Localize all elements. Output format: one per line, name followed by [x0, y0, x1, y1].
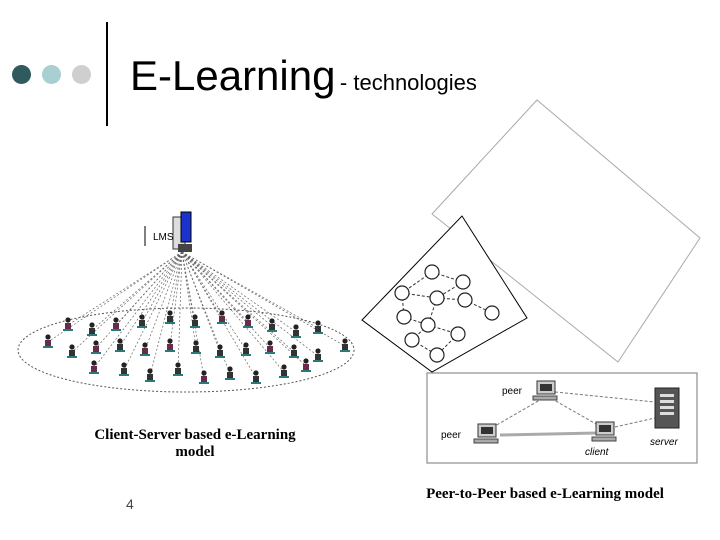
caption-line-1: Client-Server based e-Learning [94, 427, 296, 443]
page-number: 4 [126, 496, 134, 512]
client-person-icon [289, 344, 299, 358]
decor-dot-light [72, 65, 91, 84]
client-person-icon [301, 358, 311, 372]
client-server-caption: Client-Server based e-Learning model [50, 427, 340, 461]
client-person-icon [43, 334, 53, 348]
label-peer-top: peer [502, 386, 523, 397]
left-peer-computer-icon [473, 423, 499, 444]
client-person-icon [165, 338, 175, 352]
label-peer-left: peer [441, 430, 462, 441]
label-client: client [585, 447, 610, 458]
client-person-icon [241, 342, 251, 356]
label-server: server [650, 437, 678, 448]
p2p-detail-box: peer peer client server [426, 372, 698, 464]
connection-lines [47, 251, 346, 379]
client-server-diagram: LMS [17, 211, 355, 393]
client-person-icon [215, 344, 225, 358]
title-divider [106, 22, 108, 126]
detail-links [487, 391, 656, 431]
detail-frame [426, 372, 698, 464]
client-person-icon [340, 338, 350, 352]
client-person-icon [89, 360, 99, 374]
client-person-icon [243, 314, 253, 328]
client-person-icon [190, 314, 200, 328]
peer-client-link [499, 431, 598, 437]
client-person-icon [191, 340, 201, 354]
client-person-icon [145, 368, 155, 382]
client-person-icon [91, 340, 101, 354]
p2p-caption: Peer-to-Peer based e-Learning model [426, 486, 664, 502]
client-computer-icon [591, 421, 617, 442]
lms-label: LMS [153, 232, 174, 243]
server-rack-icon [654, 387, 680, 429]
client-person-icon [291, 324, 301, 338]
client-person-icon [267, 318, 277, 332]
client-person-icon [137, 314, 147, 328]
peer-nodes [394, 264, 500, 363]
client-person-icon [265, 340, 275, 354]
client-person-icon [67, 344, 77, 358]
title-main: E-Learning [130, 52, 336, 99]
network-panel [361, 215, 528, 373]
client-computers [43, 310, 350, 384]
client-person-icon [87, 322, 97, 336]
top-peer-computer-icon [532, 380, 558, 401]
client-person-icon [119, 362, 129, 376]
client-person-icon [217, 310, 227, 324]
client-person-icon [165, 310, 175, 324]
client-person-icon [111, 317, 121, 331]
client-person-icon [279, 364, 289, 378]
client-person-icon [199, 370, 209, 384]
client-group-ellipse [17, 307, 355, 393]
client-person-icon [225, 366, 235, 380]
client-person-icon [140, 342, 150, 356]
lms-server-icon [144, 211, 192, 252]
client-person-icon [313, 320, 323, 334]
decor-dot-dark [12, 65, 31, 84]
p2p-network-diagram [361, 99, 701, 373]
caption-line-2: model [175, 444, 215, 460]
background-panel [431, 99, 701, 363]
client-person-icon [173, 362, 183, 376]
client-person-icon [63, 317, 73, 331]
decor-dot-mid [42, 65, 61, 84]
title-sub: - technologies [339, 70, 477, 95]
slide-title: E-Learning - technologies [130, 52, 477, 100]
client-person-icon [115, 338, 125, 352]
client-person-icon [251, 370, 261, 384]
client-person-icon [313, 348, 323, 362]
